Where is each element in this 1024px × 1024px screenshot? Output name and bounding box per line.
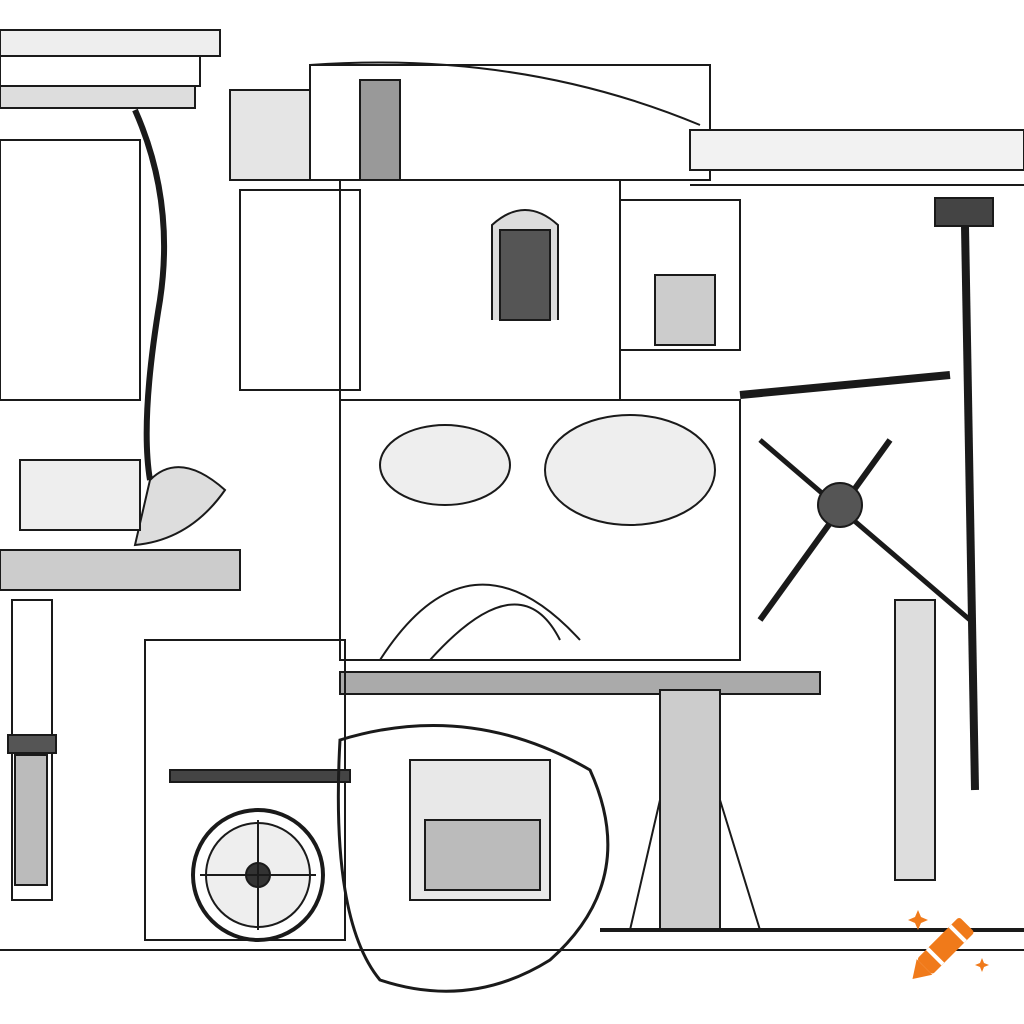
main-beam	[144, 639, 821, 941]
small-wheel	[191, 808, 325, 942]
large-wheel	[336, 723, 610, 993]
sparkle-icon	[975, 958, 989, 972]
crayon-icon	[908, 910, 989, 979]
left-structure	[0, 89, 361, 901]
sparkle-icon	[908, 910, 928, 930]
top-beam	[0, 29, 1024, 186]
right-arm	[629, 197, 994, 931]
center-structure	[339, 79, 741, 661]
